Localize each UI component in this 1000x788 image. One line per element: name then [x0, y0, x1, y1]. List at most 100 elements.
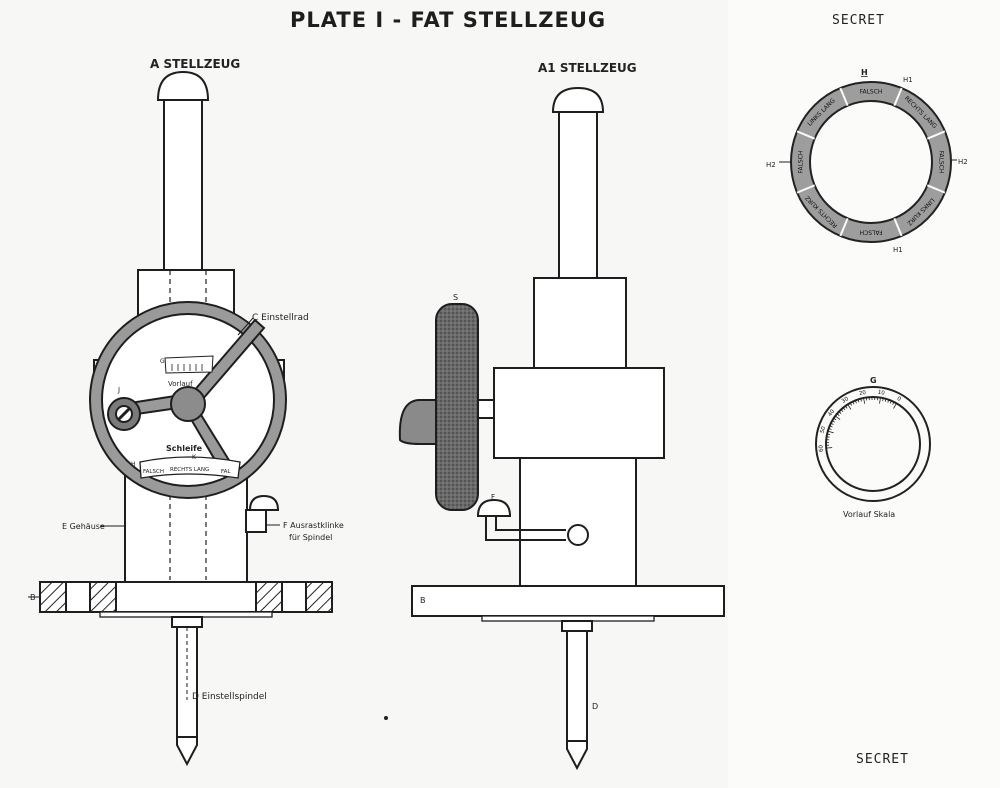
view-a1-spindle-tip	[566, 740, 588, 771]
ring-h-divider	[893, 217, 903, 237]
ring-g-tick	[852, 401, 855, 405]
ring-h-label: H	[861, 68, 868, 77]
ring-g-tick	[863, 397, 866, 404]
c-einstellrad-label: C Einstellrad	[252, 313, 309, 323]
b-label-a1: B	[420, 596, 426, 605]
ring-g-tick	[857, 399, 860, 403]
ring-g-tick	[892, 401, 895, 405]
view-a-label: A STELLZEUG	[150, 57, 240, 71]
ring-g-tick	[893, 403, 897, 409]
ring-h-divider	[796, 130, 816, 140]
ring-h-segment-label: FALSCH	[798, 151, 805, 174]
ring-h-h1-bottom: H1	[893, 246, 903, 254]
schleife-label: Schleife	[166, 444, 203, 453]
b-label-a: B	[30, 593, 36, 602]
wheel-hub	[170, 386, 206, 422]
ring-h-segment-label: FALSCH	[860, 229, 883, 236]
view-a1-knob	[551, 86, 605, 113]
view-a1-latch-pin	[567, 524, 589, 546]
g-small-label: G	[160, 358, 165, 365]
ring-h-h2-right: H2	[958, 158, 968, 166]
ring-g-tick	[887, 399, 890, 403]
ring-h-divider	[893, 87, 903, 107]
ring-g-tick	[879, 397, 881, 404]
stray-dot	[384, 716, 388, 720]
view-a1-hub-knob	[398, 399, 437, 445]
ring-g-tick	[835, 415, 841, 420]
ring-g-tick	[830, 422, 834, 425]
base-hatch-right-2	[305, 581, 333, 613]
ring-g-number: 60	[818, 444, 825, 452]
f-latch-body	[245, 509, 267, 533]
ring-h-inner	[809, 100, 933, 224]
view-a-knob	[156, 70, 210, 101]
d-einstellspindel-label: D Einstellspindel	[192, 692, 267, 702]
view-a-drawing: A STELLZEUG	[28, 57, 344, 767]
view-a1-wheel-edge	[435, 303, 479, 511]
f-label-a1: F	[491, 493, 495, 501]
ring-g-label: G	[870, 376, 877, 385]
ring-h-divider	[839, 217, 849, 237]
ring-g-number: 50	[820, 425, 828, 434]
ring-g-tick	[827, 430, 834, 434]
j-gear-slot	[116, 406, 132, 422]
view-a1-gehause	[519, 457, 637, 587]
j-label: J	[117, 386, 120, 394]
view-a1-lower-spindle	[566, 630, 588, 742]
vorlauf-label: Vorlauf	[168, 380, 193, 388]
ring-g-tick	[838, 411, 842, 414]
ring-g-inner	[825, 396, 921, 492]
ring-g-tick	[827, 433, 831, 435]
view-a-base	[39, 581, 333, 613]
ring-g-tick	[829, 425, 833, 428]
f-label-1: F Ausrastklinke	[283, 521, 344, 530]
schleife-window	[139, 456, 241, 479]
ring-g-number: 30	[841, 396, 851, 405]
ring-g-tick	[833, 417, 837, 421]
ring-g-tick	[826, 447, 833, 449]
ring-h-h2-left: H2	[766, 161, 776, 169]
ring-g-tick	[840, 409, 844, 413]
f-label-2: für Spindel	[289, 533, 332, 542]
ring-h-h1-top: H1	[903, 76, 913, 84]
view-a1-base	[411, 585, 725, 617]
ring-g-tick	[884, 398, 887, 402]
view-a-spindle-collar	[171, 616, 203, 628]
ring-h-divider	[926, 184, 946, 194]
ring-h-divider	[839, 87, 849, 107]
ring-h-divider	[796, 184, 816, 194]
ring-g-tick	[854, 400, 857, 404]
ring-g-tick	[847, 404, 852, 410]
base-hatch-right-1	[255, 581, 283, 613]
view-a1-mid-housing	[493, 367, 665, 459]
ring-g-tick	[889, 400, 892, 404]
d-label-a1: D	[592, 702, 598, 711]
ring-g-tick	[860, 398, 862, 402]
secret-stamp-bottom: SECRET	[856, 752, 909, 767]
ring-g-number: 10	[877, 390, 885, 397]
ring-g-number: 20	[859, 390, 868, 397]
ring-g-tick	[828, 428, 832, 430]
view-a1-label: A1 STELLZEUG	[538, 61, 637, 75]
schleife-word-1: FALSCH	[143, 469, 164, 475]
ring-g-tick	[849, 402, 852, 406]
h-small-label: H	[131, 461, 136, 468]
view-a-upper-spindle	[163, 99, 203, 271]
k-small-label: K	[192, 454, 197, 461]
view-a1-latch-arm	[485, 516, 566, 541]
vorlauf-ticks	[171, 364, 203, 371]
c-leader-line	[237, 317, 254, 336]
plate-title: PLATE I - FAT STELLZEUG	[290, 8, 607, 32]
schleife-word-3: FAL	[221, 469, 231, 475]
s-label: S	[453, 293, 458, 302]
ring-h-divider	[926, 130, 946, 140]
secret-stamp-top: SECRET	[832, 13, 885, 28]
view-a-spindle-tip	[176, 736, 198, 767]
ring-g-tick	[842, 407, 846, 411]
base-hatch-left-2	[89, 581, 117, 613]
